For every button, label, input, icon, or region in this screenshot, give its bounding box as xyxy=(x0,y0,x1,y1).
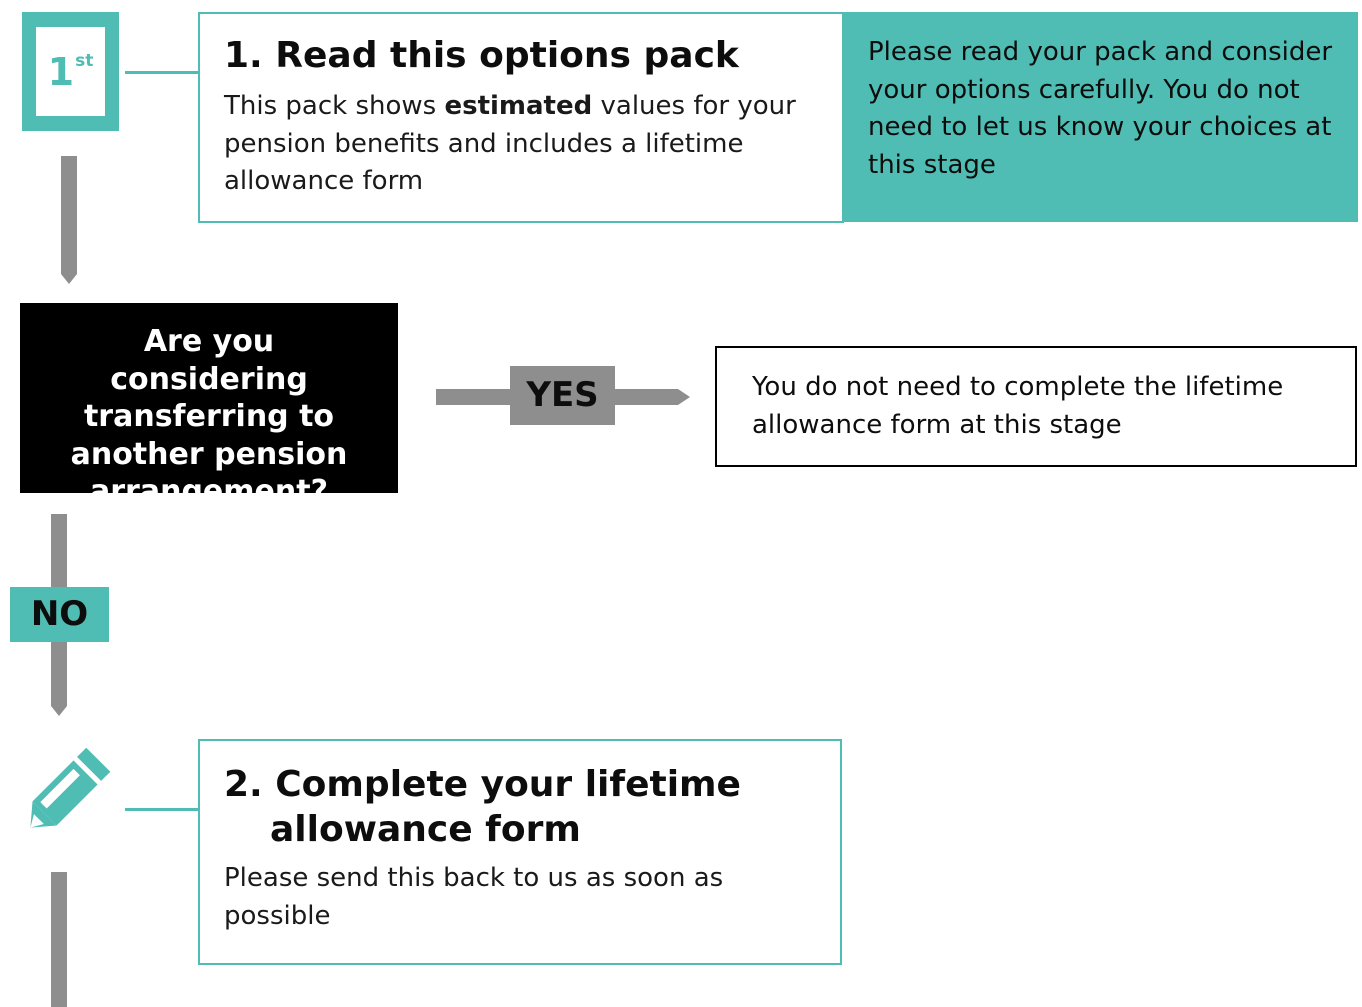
step2-box xyxy=(198,739,842,965)
step2-body: Please send this back to us as soon as p… xyxy=(224,863,724,931)
step2-connector xyxy=(125,808,200,811)
down-arrow-shaft-1 xyxy=(61,156,77,274)
step1-badge-suffix: st xyxy=(75,51,94,71)
step1-title: 1. Read this options pack xyxy=(224,35,739,76)
yes-outcome-box xyxy=(715,346,1357,467)
decision-question: Are you considering transferring to anot… xyxy=(20,303,398,509)
step1-note-text: Please read your pack and consider your … xyxy=(868,37,1333,180)
down-arrow-head-1 xyxy=(61,274,77,284)
step1-box xyxy=(198,12,844,223)
step1-body-end: values for your pension benefits and inc… xyxy=(224,91,796,196)
step1-body-start: This pack shows xyxy=(224,91,445,121)
no-label: NO xyxy=(10,587,109,642)
yes-outcome-text: You do not need to complete the lifetime… xyxy=(752,372,1284,440)
no-arrow-head xyxy=(51,706,67,716)
step1-body: This pack shows estimated values for you… xyxy=(224,88,829,201)
pencil-icon xyxy=(30,747,111,828)
step1-body-emphasis: estimated xyxy=(444,91,593,121)
step2-title-line1: 2. Complete your lifetime xyxy=(224,764,741,805)
down-arrow-shaft-2 xyxy=(51,872,67,1007)
yes-arrow-head xyxy=(678,389,690,405)
step2-title-line2: allowance form xyxy=(270,809,581,850)
step1-badge-number: 1 xyxy=(47,49,75,94)
yes-label: YES xyxy=(510,366,615,425)
decision-question-text: Are you considering transferring to anot… xyxy=(70,324,348,509)
step1-connector xyxy=(125,71,200,74)
step1-note-panel xyxy=(844,12,1358,222)
